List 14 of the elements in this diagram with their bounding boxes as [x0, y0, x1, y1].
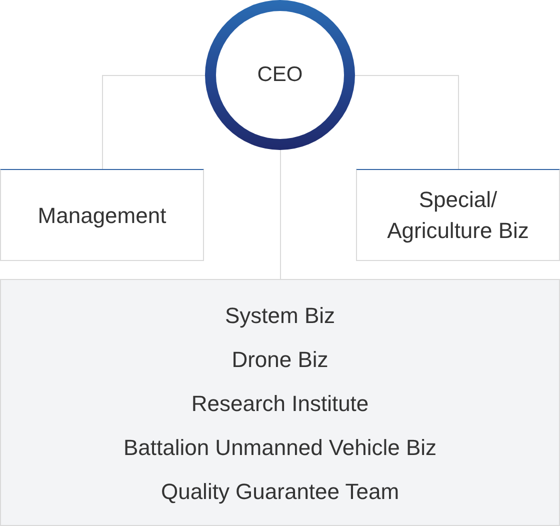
unit-box — [0, 169, 204, 261]
connector-line — [354, 75, 459, 170]
unit-panel — [0, 279, 560, 526]
unit-label: System Biz — [224, 302, 336, 330]
node-label: CEO — [257, 62, 303, 88]
connector-line — [280, 150, 281, 280]
connector-line — [102, 75, 206, 170]
unit-label: Quality Guarantee Team — [160, 478, 400, 506]
unit-box — [356, 169, 560, 261]
node-label: Management — [38, 202, 166, 230]
unit-label: Research Institute — [191, 390, 369, 418]
unit-label: Drone Biz — [232, 346, 328, 374]
node-label: Special/ Agriculture Biz — [386, 186, 530, 245]
unit-label: Battalion Unmanned Vehicle Biz — [123, 434, 437, 462]
